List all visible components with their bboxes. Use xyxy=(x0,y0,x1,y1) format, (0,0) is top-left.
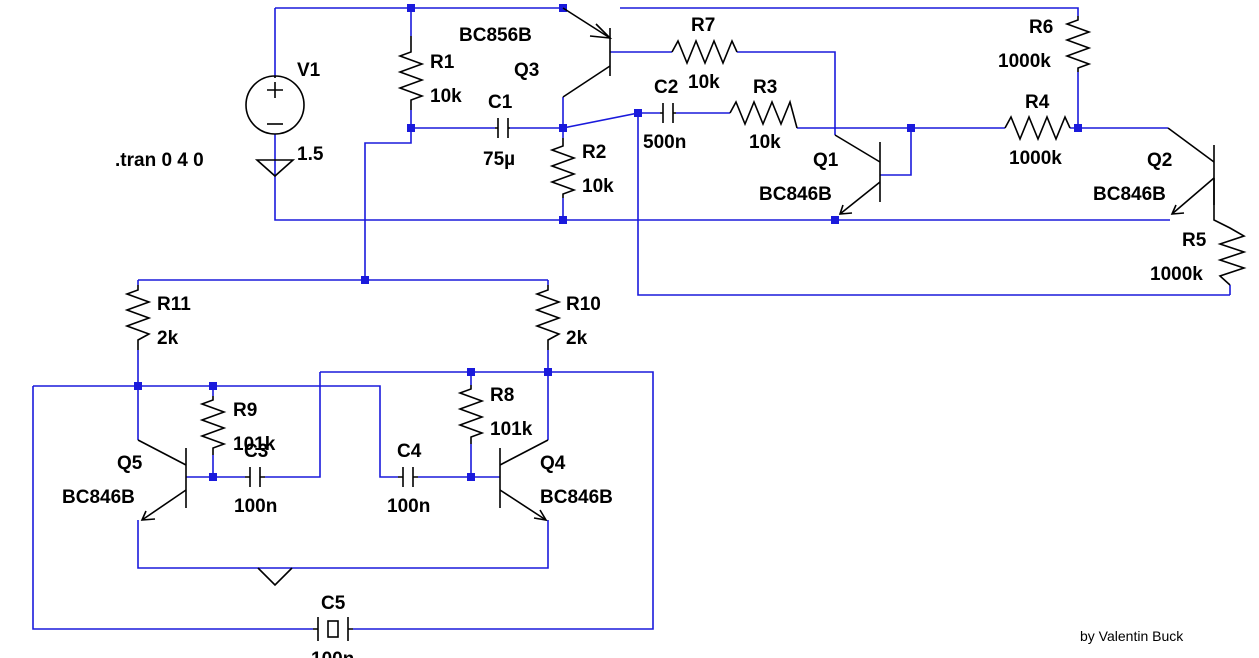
resistor-r8[interactable] xyxy=(457,385,485,444)
resistor-r3[interactable] xyxy=(729,99,798,129)
wires xyxy=(32,7,1231,630)
label-r3-name: R3 xyxy=(753,77,777,98)
capacitor-c1[interactable] xyxy=(495,118,510,138)
label-r4-value: 1000k xyxy=(1009,148,1062,169)
label-r10-name: R10 xyxy=(566,294,601,315)
resistor-r11[interactable] xyxy=(124,285,152,350)
resistor-r7[interactable] xyxy=(671,38,738,66)
transistor-q3-pnp[interactable] xyxy=(562,7,613,98)
transistor-q4-npn[interactable] xyxy=(499,439,549,522)
label-c4-name: C4 xyxy=(397,441,422,462)
label-q2-model: BC846B xyxy=(1093,184,1166,205)
label-r10-value: 2k xyxy=(566,328,588,349)
label-q2-name: Q2 xyxy=(1147,150,1172,171)
label-c4-value: 100n xyxy=(387,496,430,517)
ground-symbol-lower xyxy=(257,567,293,587)
label-r2-value: 10k xyxy=(582,176,614,197)
author-credit: by Valentin Buck xyxy=(1080,628,1184,644)
label-r6-value: 1000k xyxy=(998,51,1051,72)
transistor-q5-npn[interactable] xyxy=(137,439,187,521)
label-q3-model: BC856B xyxy=(459,25,532,46)
label-r6-name: R6 xyxy=(1029,17,1053,38)
label-r8-name: R8 xyxy=(490,385,514,406)
label-v1-value: 1.5 xyxy=(297,144,324,165)
label-r9-value: 101k xyxy=(233,434,276,455)
label-q5-name: Q5 xyxy=(117,453,143,474)
resistor-r5[interactable] xyxy=(1213,198,1247,286)
label-c3-value: 100n xyxy=(234,496,277,517)
label-r5-name: R5 xyxy=(1182,230,1207,251)
resistor-r6[interactable] xyxy=(1064,16,1092,72)
label-q1-model: BC846B xyxy=(759,184,832,205)
label-r1-name: R1 xyxy=(430,52,455,73)
label-q1-name: Q1 xyxy=(813,150,839,171)
voltage-source-v1[interactable] xyxy=(245,75,305,135)
ground-symbol xyxy=(254,159,296,178)
capacitor-c2[interactable] xyxy=(660,103,676,123)
capacitor-c5-crystal[interactable] xyxy=(313,617,353,641)
label-q5-model: BC846B xyxy=(62,487,135,508)
resistor-r1[interactable] xyxy=(397,36,425,110)
label-c3-name: C3 xyxy=(244,441,268,462)
label-r4-name: R4 xyxy=(1025,92,1050,113)
label-r7-name: R7 xyxy=(691,15,715,36)
label-r1-value: 10k xyxy=(430,86,462,107)
label-r9-name: R9 xyxy=(233,400,257,421)
label-c2-value: 500n xyxy=(643,132,686,153)
label-q4-model: BC846B xyxy=(540,487,613,508)
label-r3-value: 10k xyxy=(749,132,781,153)
label-r2-name: R2 xyxy=(582,142,606,163)
capacitor-c3[interactable] xyxy=(245,467,265,487)
resistor-r9[interactable] xyxy=(199,396,227,455)
label-q3-name: Q3 xyxy=(514,60,539,81)
label-v1-name: V1 xyxy=(297,60,321,81)
transistor-q2-npn[interactable] xyxy=(1167,127,1215,215)
junction-nodes xyxy=(134,4,1082,481)
transistor-q1-npn[interactable] xyxy=(834,134,881,215)
label-c5-value: 100n xyxy=(311,649,354,658)
label-c1-value: 75µ xyxy=(483,149,515,170)
label-r8-value: 101k xyxy=(490,419,533,440)
component-labels: V1 1.5 .tran 0 4 0 R1 10k BC856B Q3 C1 7… xyxy=(62,15,1207,658)
label-r11-name: R11 xyxy=(157,294,191,315)
sim-directive: .tran 0 4 0 xyxy=(115,150,204,171)
label-r11-value: 2k xyxy=(157,328,179,349)
capacitor-c4[interactable] xyxy=(398,467,418,487)
label-q4-name: Q4 xyxy=(540,453,566,474)
label-r7-value: 10k xyxy=(688,72,720,93)
label-c1-name: C1 xyxy=(488,92,513,113)
label-c2-name: C2 xyxy=(654,77,678,98)
resistor-r4[interactable] xyxy=(1004,114,1071,142)
label-c5-name: C5 xyxy=(321,593,346,614)
label-r5-value: 1000k xyxy=(1150,264,1203,285)
resistor-r2[interactable] xyxy=(549,138,577,198)
resistor-r10[interactable] xyxy=(534,285,562,350)
